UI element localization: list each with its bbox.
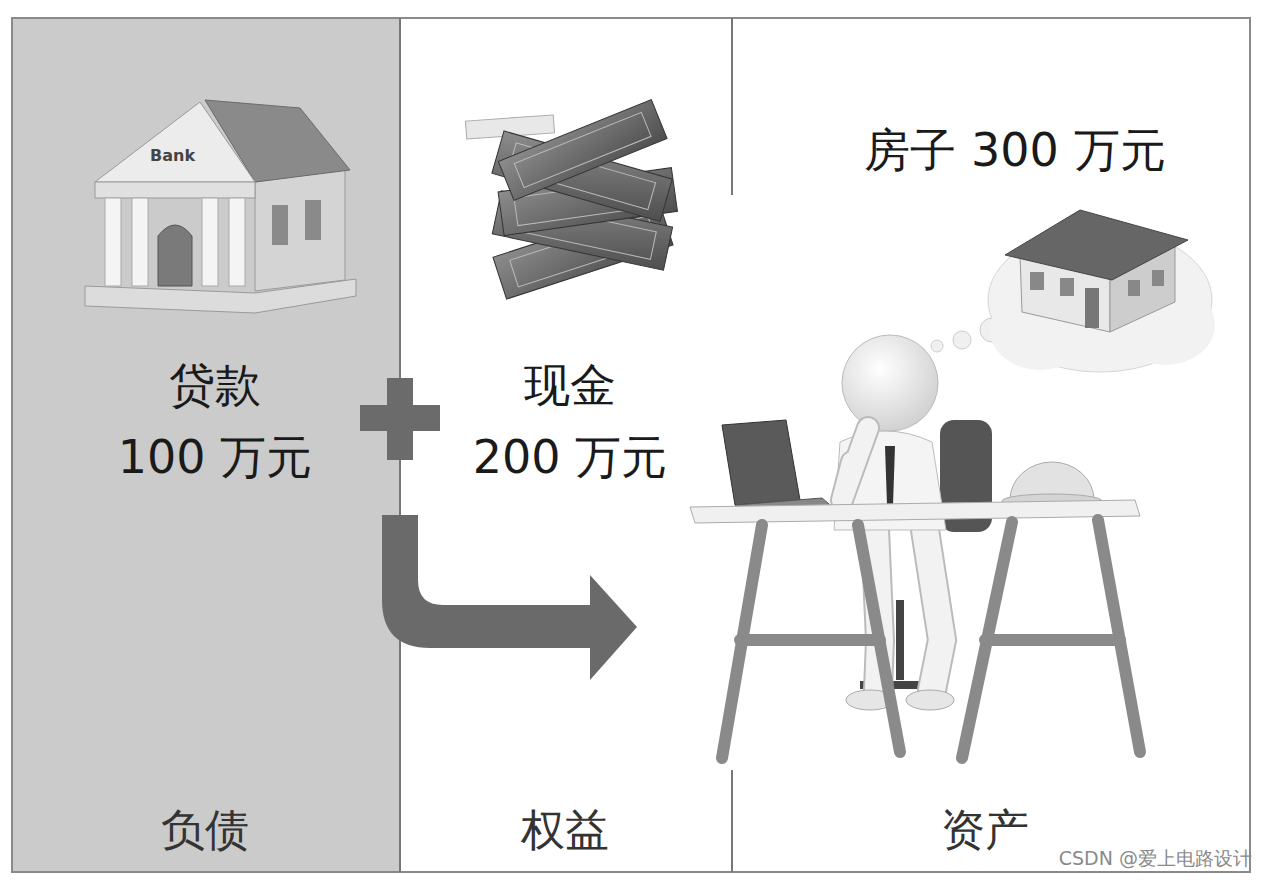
person-at-desk: [690, 335, 1140, 758]
text-slot: 权益: [521, 800, 609, 860]
column-heading: 负债: [161, 800, 249, 860]
text-slot: 房子 300 万元: [864, 114, 1165, 186]
column-heading: 权益: [521, 800, 609, 860]
watermark: CSDN @爱上电路设计: [1059, 846, 1252, 871]
plus-sign: [360, 378, 440, 460]
text-slot: 负债: [161, 800, 249, 860]
flow-arrow: [382, 515, 637, 680]
bank-icon: [85, 100, 356, 313]
text-slot: Bank: [150, 145, 195, 166]
column-divider: [731, 18, 733, 195]
text-slot: 贷款 100 万元: [118, 349, 312, 493]
cash-stack-icon: [465, 100, 677, 299]
amount-text: 现金 200 万元: [473, 349, 667, 493]
text-slot: CSDN @爱上电路设计: [1059, 846, 1252, 871]
frame: [12, 18, 1250, 872]
amount-text: 贷款 100 万元: [118, 349, 312, 493]
text-slot: 现金 200 万元: [473, 349, 667, 493]
house-icon: [1005, 210, 1188, 332]
bank-sign: Bank: [150, 145, 195, 166]
column-divider: [731, 770, 733, 872]
amount-text: 房子 300 万元: [864, 114, 1165, 186]
column-heading: 资产: [941, 800, 1029, 860]
text-slot: 资产: [941, 800, 1029, 860]
